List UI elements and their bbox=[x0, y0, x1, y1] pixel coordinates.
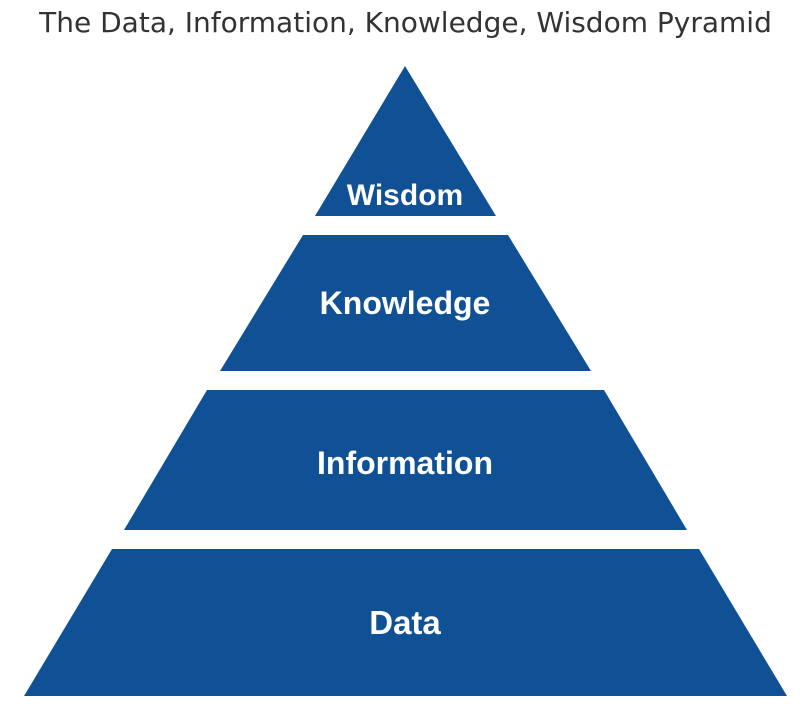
layer-data-shape bbox=[24, 549, 787, 696]
layer-data-label: Data bbox=[369, 604, 441, 641]
layer-wisdom-label: Wisdom bbox=[347, 179, 463, 212]
layer-wisdom-shape bbox=[315, 66, 496, 216]
layer-knowledge-shape bbox=[220, 235, 591, 371]
page-title: The Data, Information, Knowledge, Wisdom… bbox=[39, 6, 772, 39]
layer-information-label: Information bbox=[317, 445, 493, 481]
layer-information-shape bbox=[124, 390, 687, 530]
layer-knowledge-label: Knowledge bbox=[320, 285, 491, 321]
